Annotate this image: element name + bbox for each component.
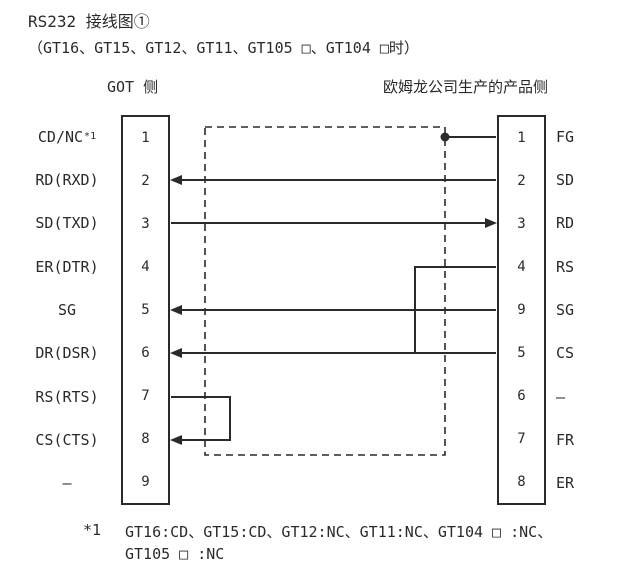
arrow-into-got-rd-icon — [170, 175, 182, 185]
footnote-marker: *1 — [83, 521, 102, 539]
got-pin-number: 2 — [141, 173, 150, 190]
got-pin-label: RD(RXD) — [35, 170, 99, 189]
footnote-ref: *1 — [84, 131, 97, 143]
jumper-product-rs-cs — [414, 266, 496, 353]
cable-shield-box — [204, 126, 446, 456]
footnote-text: GT16:CD、GT15:CD、GT12:NC、GT11:NC、GT104 □ … — [125, 521, 552, 565]
got-pin-number: 1 — [141, 130, 150, 147]
footnote-line2: GT105 □ :NC — [125, 545, 225, 563]
product-pin-number: 8 — [517, 473, 526, 490]
got-pin-number: 8 — [141, 430, 150, 447]
product-pin-label: RS — [556, 257, 575, 276]
got-side-header: GOT 侧 — [107, 78, 159, 96]
diagram-title: RS232 接线图① — [28, 12, 150, 31]
arrow-into-got-dr-icon — [170, 348, 182, 358]
product-pin-label: ER — [556, 474, 575, 493]
got-pin-number: 3 — [141, 216, 150, 233]
got-pin-number: 7 — [141, 387, 150, 404]
got-pin-number: 5 — [141, 302, 150, 318]
jumper-got-rs-cs — [171, 396, 231, 441]
product-connector: 1 2 3 4 9 5 6 7 8 — [497, 115, 546, 505]
footnote-line1: GT16:CD、GT15:CD、GT12:NC、GT11:NC、GT104 □ … — [125, 523, 553, 541]
got-pin-number: 4 — [141, 259, 150, 276]
got-connector: 1 2 3 4 5 6 7 8 9 — [121, 115, 170, 505]
got-pin-number: 6 — [141, 344, 150, 361]
product-pin-label: FG — [556, 127, 575, 146]
product-pin-label: FR — [556, 430, 575, 449]
diagram-subtitle: （GT16、GT15、GT12、GT11、GT105 □、GT104 □时） — [28, 39, 419, 57]
arrow-into-got-cs-icon — [170, 435, 182, 445]
product-pin-number: 7 — [517, 430, 526, 447]
got-pin-label: CD/NC*1 — [16, 115, 118, 158]
product-pin-number: 3 — [517, 216, 526, 233]
product-pin-number: 2 — [517, 173, 526, 190]
got-pin-labels: CD/NC*1 RD(RXD) SD(TXD) ER(DTR) SG DR(DS… — [16, 115, 118, 505]
product-pin-label: SG — [556, 300, 575, 319]
shield-fg-junction-dot — [440, 132, 450, 142]
got-pin-label: ER(DTR) — [35, 257, 99, 276]
got-pin-label: CS(CTS) — [35, 430, 99, 449]
got-pin-label: SD(TXD) — [35, 214, 99, 233]
arrow-into-product-rd-icon — [485, 218, 497, 228]
product-pin-number: 6 — [517, 387, 526, 404]
product-pin-labels: FG SD RD RS SG CS — FR ER — [556, 115, 611, 505]
got-pin-label-text: CD/NC — [37, 127, 84, 146]
product-pin-label: RD — [556, 214, 575, 233]
product-pin-label: SD — [556, 170, 575, 189]
product-pin-number: 9 — [517, 302, 526, 318]
product-pin-label: — — [556, 387, 566, 406]
product-pin-number: 4 — [517, 259, 526, 276]
product-pin-number: 5 — [517, 344, 526, 361]
got-pin-label: — — [62, 474, 72, 493]
product-side-header: 欧姆龙公司生产的产品侧 — [383, 78, 549, 96]
got-pin-label: SG — [57, 300, 77, 319]
got-pin-number: 9 — [141, 473, 150, 490]
product-pin-number: 1 — [517, 130, 526, 147]
got-pin-label: DR(DSR) — [35, 344, 99, 363]
arrow-into-got-sg-icon — [170, 305, 182, 315]
got-pin-label: RS(RTS) — [35, 387, 99, 406]
product-pin-label: CS — [556, 344, 575, 363]
